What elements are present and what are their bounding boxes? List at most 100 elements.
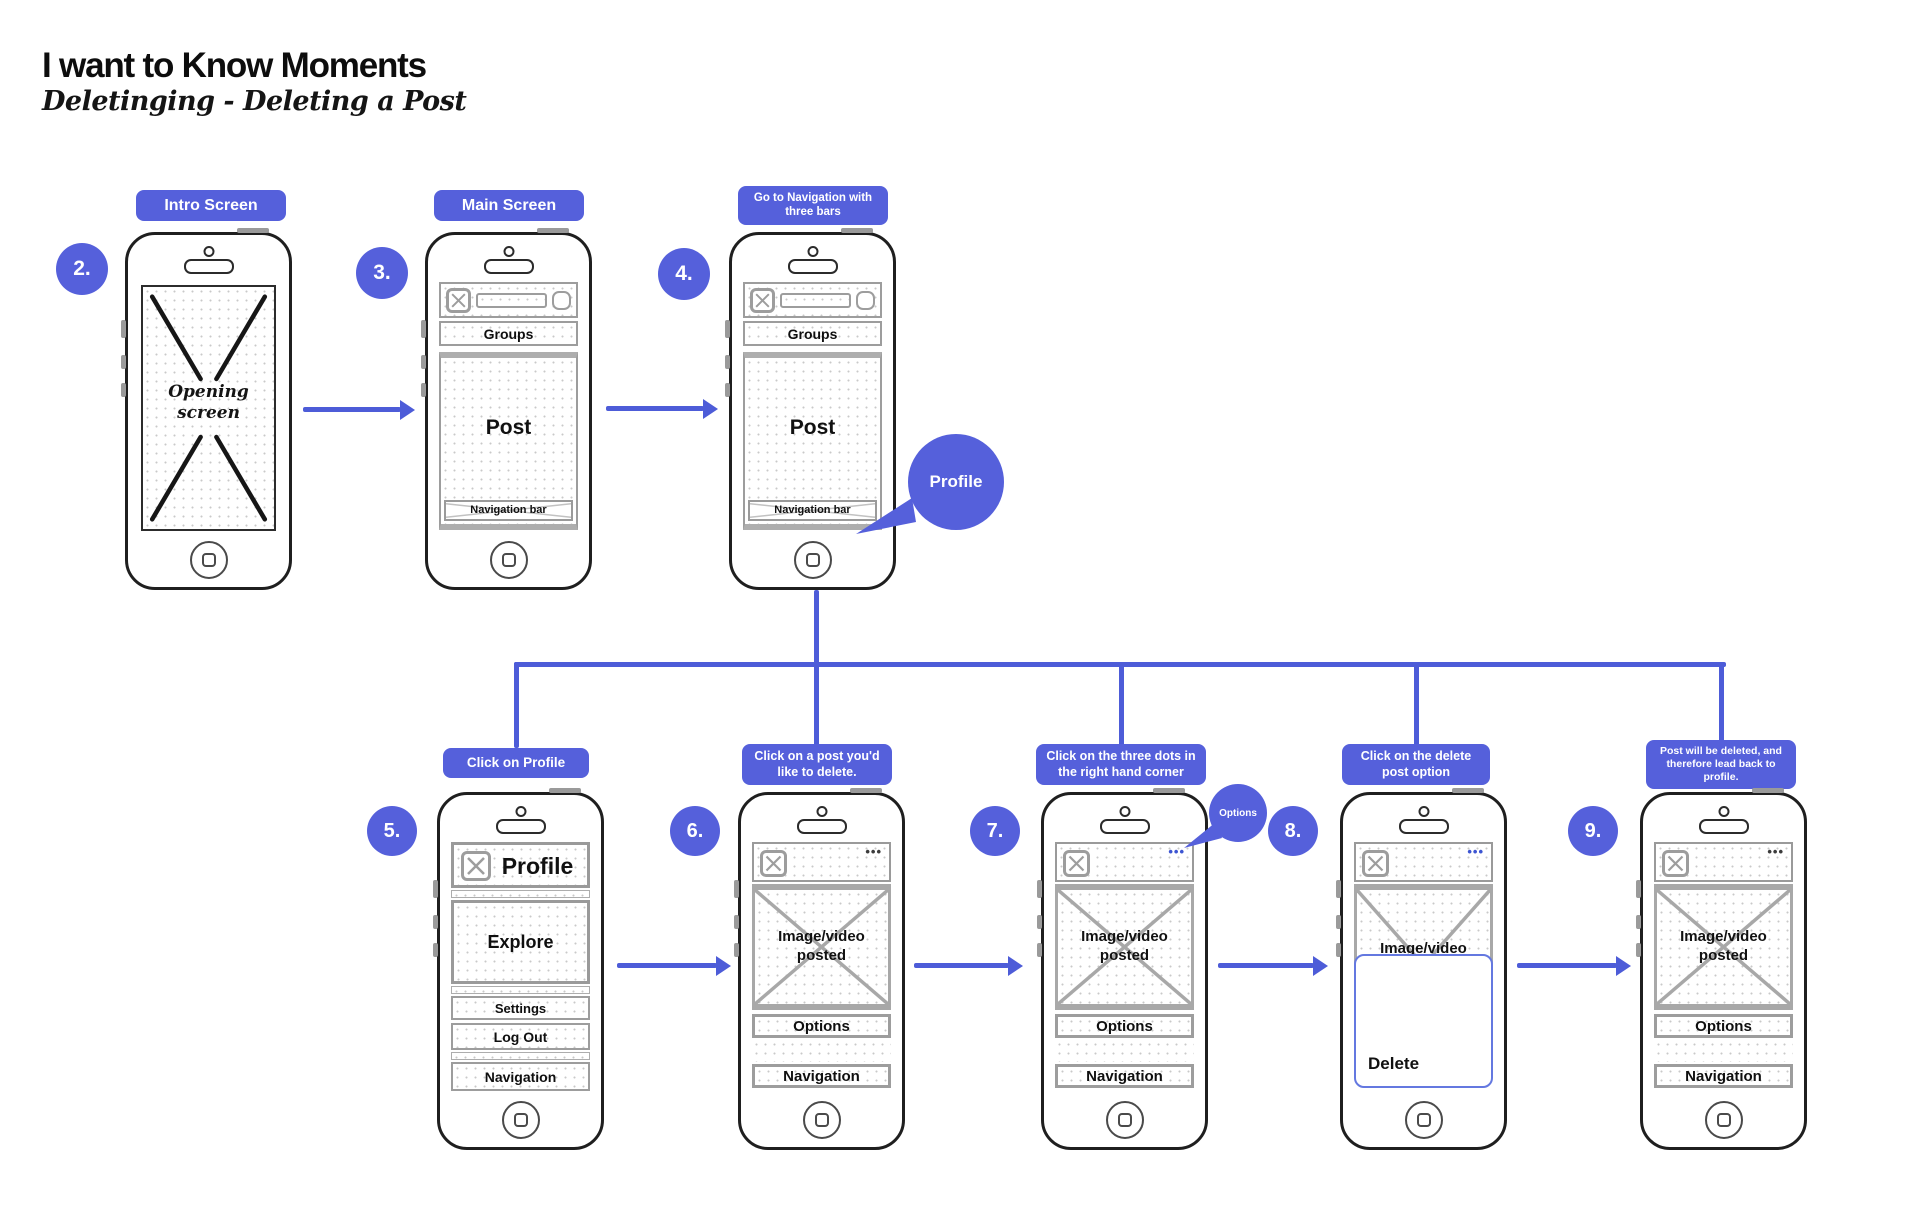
groups-row: Groups <box>743 321 882 346</box>
navigation-row: Navigation <box>1654 1064 1793 1088</box>
camera-dot <box>1718 806 1729 817</box>
volume-down-button <box>433 943 438 957</box>
volume-up-button <box>421 355 426 369</box>
side-button <box>421 320 426 338</box>
image-placeholder-icon <box>1662 850 1689 877</box>
side-button <box>433 880 438 898</box>
post-header: ••• <box>752 842 891 882</box>
logout-row: Log Out <box>451 1023 590 1050</box>
connector-drop-step9 <box>1719 662 1724 750</box>
power-button <box>1752 788 1784 793</box>
step-label-click-post: Click on a post you'd like to delete. <box>742 744 892 786</box>
step-badge-5: 5. <box>367 806 417 856</box>
options-row: Options <box>752 1014 891 1038</box>
profile-circle-icon <box>856 290 875 310</box>
settings-row: Settings <box>451 996 590 1020</box>
arrow-step8-to-step9 <box>1517 963 1617 968</box>
intro-screen-wireframe: Opening screen <box>141 285 276 531</box>
arrow-step2-to-step3 <box>303 407 401 412</box>
volume-up-button <box>433 915 438 929</box>
home-button <box>793 541 832 579</box>
volume-up-button <box>725 355 730 369</box>
delete-menu-panel: Delete <box>1354 954 1493 1088</box>
arrow-step3-to-step4 <box>606 406 704 411</box>
phone-step5-profile: Profile Explore Settings Log Out Navigat… <box>433 788 604 1150</box>
phone-step9-deleted: ••• Image/video posted Options Navigatio… <box>1636 788 1807 1150</box>
image-placeholder-icon <box>1362 850 1389 877</box>
speaker-slot <box>483 259 534 274</box>
delete-option-label: Delete <box>1368 1054 1420 1073</box>
speaker-slot <box>1099 819 1150 834</box>
explore-box: Explore <box>451 900 590 984</box>
camera-dot <box>807 246 818 257</box>
side-button <box>1037 880 1042 898</box>
camera-dot <box>503 246 514 257</box>
image-placeholder-icon <box>760 850 787 877</box>
volume-down-button <box>1336 943 1341 957</box>
side-button <box>734 880 739 898</box>
phone-step3-main: Groups Post Navigation bar <box>421 228 592 590</box>
image-placeholder-icon <box>750 287 775 313</box>
camera-dot <box>1119 806 1130 817</box>
volume-down-button <box>725 383 730 397</box>
camera-dot <box>203 246 214 257</box>
arrow-step7-to-step8 <box>1218 963 1314 968</box>
camera-dot <box>515 806 526 817</box>
step-label-intro-screen: Intro Screen <box>136 190 286 221</box>
volume-down-button <box>734 943 739 957</box>
phone-step6-post: ••• Image/video posted Options Navigatio… <box>734 788 905 1150</box>
power-button <box>549 788 581 793</box>
image-placeholder-box: Image/video posted <box>752 884 891 1010</box>
app-header <box>439 282 578 318</box>
step-badge-7: 7. <box>970 806 1020 856</box>
side-button <box>725 320 730 338</box>
opening-screen-text: Opening screen <box>168 382 249 424</box>
power-button <box>850 788 882 793</box>
three-dots-icon: ••• <box>865 844 882 859</box>
speaker-slot <box>1698 819 1749 834</box>
phone-step8-delete-menu: ••• Image/video Delete <box>1336 788 1507 1150</box>
speaker-slot <box>183 259 234 274</box>
step-label-go-to-navigation: Go to Navigation with three bars <box>738 186 888 225</box>
profile-callout: Profile <box>908 434 1004 530</box>
post-area: Post Navigation bar <box>743 352 882 530</box>
connector-vertical-main <box>814 590 819 748</box>
image-placeholder-box: Image/video posted <box>1654 884 1793 1010</box>
image-placeholder-icon <box>446 287 471 313</box>
post-label: Post <box>789 416 836 439</box>
page-subtitle: Deletinging - Deleting a Post <box>42 86 467 117</box>
step-label-click-three-dots: Click on the three dots in the right han… <box>1036 744 1206 786</box>
home-button <box>501 1101 540 1139</box>
navigation-row: Navigation <box>1055 1064 1194 1088</box>
profile-circle-icon <box>552 290 571 310</box>
divider-strip <box>451 890 590 898</box>
image-posted-label: Image/video posted <box>1081 928 1168 964</box>
power-button <box>1153 788 1185 793</box>
volume-up-button <box>1336 915 1341 929</box>
volume-up-button <box>734 915 739 929</box>
three-dots-icon: ••• <box>1767 844 1784 859</box>
connector-drop-step8 <box>1414 662 1419 748</box>
side-button <box>1336 880 1341 898</box>
power-button <box>237 228 269 233</box>
volume-down-button <box>1636 943 1641 957</box>
step-badge-2: 2. <box>56 243 108 295</box>
image-posted-label: Image/video <box>1380 940 1467 957</box>
navigation-bar: Navigation bar <box>748 500 877 521</box>
speaker-slot <box>796 819 847 834</box>
groups-row: Groups <box>439 321 578 346</box>
arrow-step5-to-step6 <box>617 963 717 968</box>
step-label-click-profile: Click on Profile <box>443 748 589 778</box>
power-button <box>1452 788 1484 793</box>
volume-up-button <box>1636 915 1641 929</box>
volume-down-button <box>121 383 126 397</box>
volume-up-button <box>1037 915 1042 929</box>
divider-strip <box>451 986 590 994</box>
search-field <box>780 292 851 308</box>
step-label-post-deleted: Post will be deleted, and therefore lead… <box>1646 740 1796 790</box>
camera-dot <box>816 806 827 817</box>
image-placeholder-icon <box>461 851 491 881</box>
options-row: Options <box>1654 1014 1793 1038</box>
image-posted-label: Image/video posted <box>1680 928 1767 964</box>
